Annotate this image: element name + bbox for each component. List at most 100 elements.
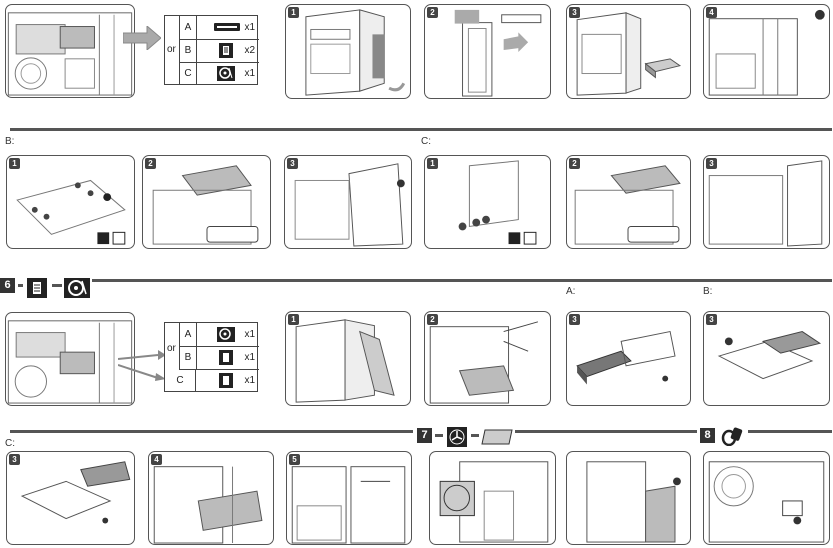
arrows-right-icon [118,350,166,381]
divider-short [435,434,443,437]
or-label: or [167,343,176,354]
lock-icon [721,427,743,446]
step-panel-c2: 2 [566,155,691,249]
secure-bracket-illustration [291,466,406,544]
option-qty: x1 [244,68,255,79]
section-b-label: B: [5,136,15,147]
hdd-bracket-illustration [458,160,537,245]
option-row-b: B x1 [179,346,259,370]
hdd-icon [217,66,235,81]
step-number: 4 [706,7,717,18]
remove-bay-cover-illustration [454,9,542,97]
case-interior-illustration [7,12,133,96]
step-panel-3a-row3: 3 [566,311,691,406]
secure-ssd-tray-illustration [294,163,405,247]
install-fan-illustration [439,461,549,543]
insert-hdd-tray-illustration [574,165,681,245]
ssd-screw-illustration [16,179,126,245]
divider-short [18,284,23,287]
step-number: 4 [151,454,162,465]
ssd-into-bracket-illustration [717,331,822,380]
option-row-c: C x1 [165,369,259,392]
ssd-icon [219,373,233,388]
remove-front-panel-illustration [305,9,406,96]
step-number: 3 [706,314,717,325]
option-letter: C [165,369,196,392]
ssd-icon [219,43,233,58]
step-number: 2 [427,7,438,18]
step-panel-fan [429,451,556,545]
divider-line [10,430,413,433]
dust-filter-icon [481,429,513,445]
section-number-6: 6 [0,278,15,293]
open-side-panel-illustration [295,319,395,403]
divider-line [10,128,832,131]
option-qty: x1 [244,22,255,33]
option-letter: C [179,62,197,85]
or-label: or [167,44,176,55]
install-filter-illustration [586,461,681,543]
step-panel-4-row1: 4 [703,4,830,99]
option-letter: A [179,16,197,39]
step-panel-filter [566,451,691,545]
step-number: 2 [427,314,438,325]
step-number: 3 [569,7,580,18]
step-panel-b3: 3 [284,155,412,249]
option-c-label: C: [5,438,15,449]
step-panel-1-row1: 1 [285,4,411,99]
divider-line [92,279,832,282]
step-panel-c1: 1 [424,155,551,249]
option-b-label: B: [703,286,713,297]
section-number-8: 8 [700,428,715,443]
option-row-b: B x2 [179,39,259,63]
hdd-icon [64,278,90,298]
divider-short [52,284,62,287]
optical-drive-icon [214,23,240,31]
fan-icon [447,427,467,447]
drive-options-table-top: or A x1 B x2 C x1 [164,15,259,85]
insert-ssd-tray-illustration [152,165,259,245]
case-interior-illustration [7,320,133,404]
step-number: 1 [288,314,299,325]
step-panel-c3: 3 [703,155,830,249]
step-number: 3 [287,158,298,169]
step-number: 3 [569,314,580,325]
ssd-icon [219,350,233,365]
overview-case-top [5,4,135,98]
overview-case-lower [5,312,135,406]
step-number: 2 [145,158,156,169]
insert-optical-drive-illustration [576,12,682,96]
step-number: 2 [569,158,580,169]
secure-drive-illustration [708,9,825,96]
option-qty: x2 [244,45,255,56]
step-number: 5 [289,454,300,465]
option-qty: x1 [244,329,255,340]
section-number-7: 7 [417,428,432,443]
step-panel-3b-row3: 3 [703,311,830,406]
section-c-label: C: [421,136,431,147]
drive-options-table-lower: or A x1 B x1 C x1 [164,322,259,392]
step-panel-4-row4: 4 [148,451,274,545]
option-row-a: A x1 [179,323,259,347]
step-panel-1-row3: 1 [285,311,411,406]
option-letter: A [179,323,197,346]
insert-bracket-illustration [153,466,263,544]
step-panel-c3-row4: 3 [6,451,135,545]
step-number: 1 [288,7,299,18]
step-number: 1 [9,158,20,169]
step-panel-b1: 1 [6,155,135,249]
arrow-right-icon [123,26,161,50]
ssd-icon [27,278,47,298]
step-number: 3 [9,454,20,465]
step-number: 1 [427,158,438,169]
secure-hdd-tray-illustration [708,160,823,247]
step-panel-b2: 2 [142,155,271,249]
step-panel-2-row1: 2 [424,4,551,99]
step-panel-5-row4: 5 [286,451,412,545]
step-panel-lock [703,451,830,545]
step-number: 3 [706,158,717,169]
install-lock-illustration [708,461,825,543]
ssd-bracket-c-illustration [20,461,131,524]
step-panel-2-row3: 2 [424,311,551,406]
option-row-a: A x1 [179,16,259,40]
